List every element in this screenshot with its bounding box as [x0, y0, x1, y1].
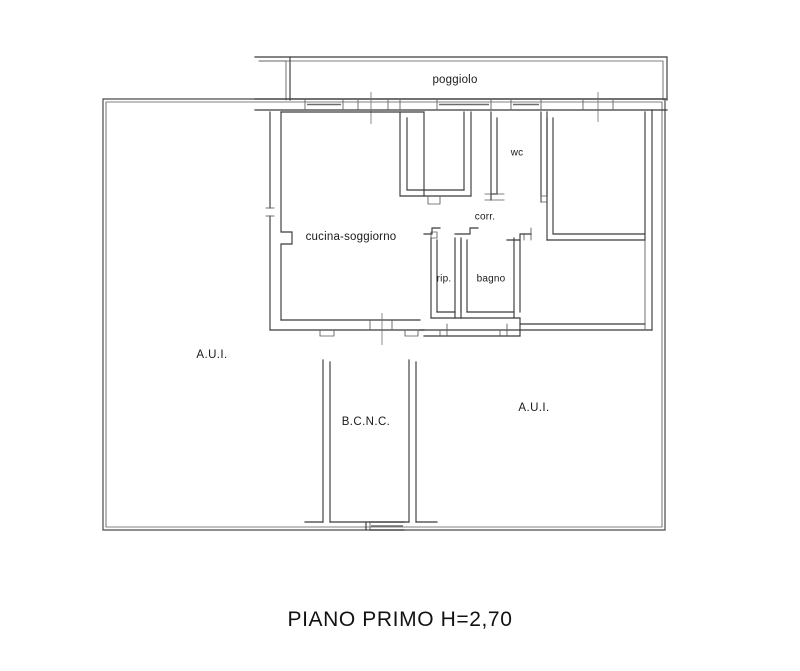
label-cucina-soggiorno: cucina-soggiorno [306, 231, 397, 243]
apartment-south-wall [419, 239, 653, 337]
bcnc-door [365, 521, 405, 531]
zone-labels: A.U.I. A.U.I. B.C.N.C. [196, 349, 549, 428]
room-labels: poggiolo wc corr. cucina-soggiorno rip. … [306, 74, 524, 285]
label-wc: wc [510, 148, 524, 159]
room-cucina-soggiorno [265, 111, 425, 345]
drawing-caption: PIANO PRIMO H=2,70 [287, 608, 513, 631]
label-corr: corr. [475, 212, 495, 223]
label-bagno: bagno [477, 274, 506, 285]
property-boundary [102, 98, 666, 531]
label-bcnc: B.C.N.C. [342, 416, 391, 428]
label-rip: rip. [437, 274, 452, 285]
room-bcnc [304, 359, 438, 531]
room-bagno [460, 237, 521, 319]
poggiolo-balcony [254, 56, 668, 101]
room-camera-right [523, 109, 653, 331]
label-aui-right: A.U.I. [518, 402, 549, 414]
room-camera-upper [399, 111, 472, 205]
top-facade-wall [254, 92, 668, 124]
label-poggiolo: poggiolo [432, 74, 477, 86]
label-aui-left: A.U.I. [196, 349, 227, 361]
corridor [423, 227, 532, 241]
